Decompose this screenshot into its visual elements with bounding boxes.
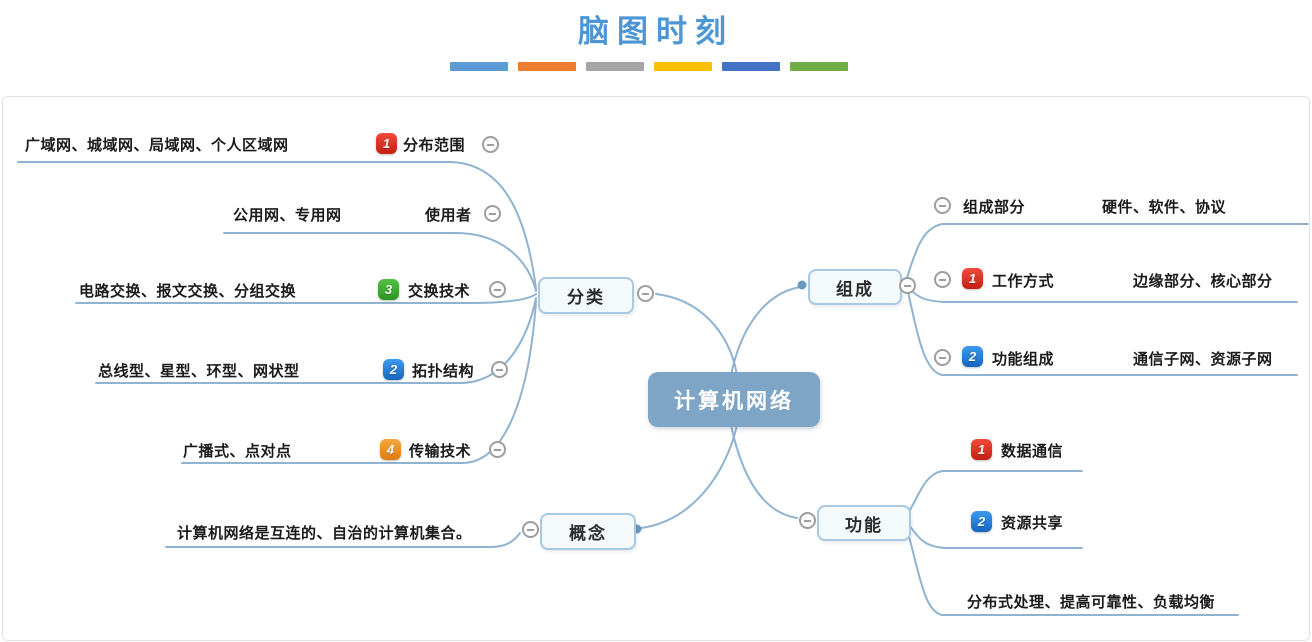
- collapse-icon[interactable]: [934, 271, 951, 288]
- collapse-icon[interactable]: [489, 441, 506, 458]
- leaf-topic[interactable]: 广播式、点对点: [183, 443, 292, 460]
- leaf-topic[interactable]: 总线型、星型、环型、网状型: [98, 363, 300, 380]
- collapse-icon[interactable]: [489, 281, 506, 298]
- subtopic-label[interactable]: 交换技术: [408, 283, 471, 300]
- leaf-topic[interactable]: 分布式处理、提高可靠性、负载均衡: [967, 594, 1216, 611]
- title-bar: [586, 62, 644, 71]
- priority-1-icon: 1: [971, 439, 992, 460]
- priority-1-icon: 1: [376, 133, 397, 154]
- title-bar: [450, 62, 508, 71]
- collapse-icon[interactable]: [934, 349, 951, 366]
- priority-1-icon: 1: [962, 268, 983, 289]
- root-topic[interactable]: 计算机网络: [648, 372, 820, 427]
- subtopic-label[interactable]: 数据通信: [1001, 443, 1064, 460]
- priority-2-icon: 2: [971, 511, 992, 532]
- collapse-icon[interactable]: [522, 521, 539, 538]
- priority-2-icon: 2: [383, 359, 404, 380]
- topic-zucheng[interactable]: 组成: [808, 269, 902, 305]
- leaf-topic[interactable]: 边缘部分、核心部分: [1133, 273, 1273, 290]
- leaf-topic[interactable]: 电路交换、报文交换、分组交换: [79, 283, 297, 300]
- collapse-icon[interactable]: [637, 285, 654, 302]
- leaf-topic[interactable]: 广域网、城域网、局域网、个人区域网: [25, 137, 289, 154]
- leaf-topic[interactable]: 计算机网络是互连的、自治的计算机集合。: [177, 525, 472, 542]
- topic-gongneng[interactable]: 功能: [817, 505, 911, 541]
- subtopic-label[interactable]: 工作方式: [992, 273, 1055, 290]
- title-bar: [518, 62, 576, 71]
- collapse-icon[interactable]: [482, 136, 499, 153]
- collapse-icon[interactable]: [799, 512, 816, 529]
- page-title: 脑图时刻: [578, 14, 734, 49]
- leaf-topic[interactable]: 公用网、专用网: [233, 207, 342, 224]
- subtopic-label[interactable]: 组成部分: [963, 199, 1026, 216]
- subtopic-label[interactable]: 分布范围: [403, 137, 466, 154]
- subtopic-label[interactable]: 使用者: [425, 207, 472, 224]
- subtopic-label[interactable]: 功能组成: [992, 351, 1055, 368]
- title-bar: [654, 62, 712, 71]
- priority-4-icon: 4: [380, 439, 401, 460]
- subtopic-label[interactable]: 传输技术: [409, 443, 472, 460]
- title-bar: [722, 62, 780, 71]
- priority-2-icon: 2: [962, 346, 983, 367]
- title-bars: [450, 62, 850, 71]
- collapse-icon[interactable]: [934, 197, 951, 214]
- topic-fenlei[interactable]: 分类: [538, 277, 634, 314]
- collapse-icon[interactable]: [491, 361, 508, 378]
- title-bar: [790, 62, 848, 71]
- subtopic-label[interactable]: 资源共享: [1001, 515, 1064, 532]
- priority-3-icon: 3: [378, 279, 399, 300]
- collapse-icon[interactable]: [899, 277, 916, 294]
- leaf-topic[interactable]: 通信子网、资源子网: [1133, 351, 1273, 368]
- topic-gainian[interactable]: 概念: [540, 513, 636, 550]
- map-canvas: [2, 96, 1310, 641]
- subtopic-label[interactable]: 拓扑结构: [412, 363, 475, 380]
- collapse-icon[interactable]: [484, 205, 501, 222]
- leaf-topic[interactable]: 硬件、软件、协议: [1102, 199, 1227, 216]
